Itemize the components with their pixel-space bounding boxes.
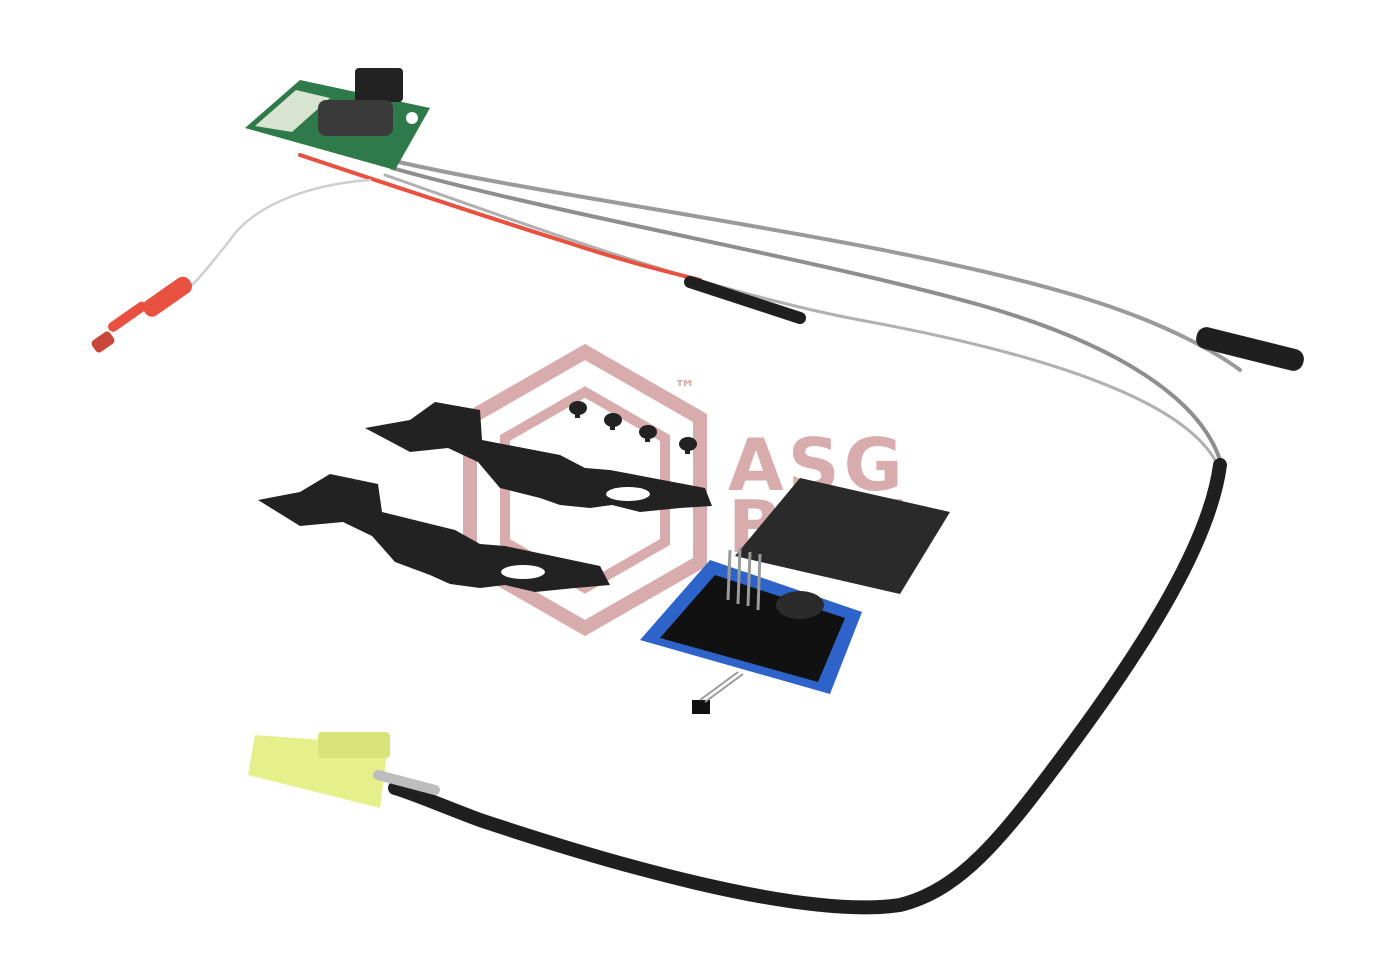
mounting-plate-upper bbox=[365, 402, 712, 512]
white-wire bbox=[178, 178, 372, 297]
plug-wire-sleeve bbox=[373, 770, 440, 795]
grey-connector-body bbox=[1196, 327, 1304, 371]
red-wire bbox=[298, 153, 702, 282]
black-power-cable bbox=[388, 458, 1227, 915]
wiring-harness bbox=[178, 153, 1242, 915]
plate-slot-upper bbox=[606, 487, 650, 501]
screws bbox=[569, 401, 697, 454]
grey-wire-1 bbox=[388, 158, 1242, 372]
adhesive-pad bbox=[735, 478, 950, 594]
switch-housing bbox=[355, 68, 403, 102]
screw-2 bbox=[604, 413, 622, 430]
plug-latch bbox=[318, 732, 390, 758]
red-connector-body bbox=[142, 276, 192, 317]
watermark-trademark: ™ bbox=[674, 377, 696, 402]
hall-sensor bbox=[692, 700, 710, 714]
heatshrink-sleeve bbox=[684, 276, 806, 324]
mounting-plate-lower bbox=[258, 474, 610, 592]
sensor-potting bbox=[660, 575, 845, 682]
watermark-hexagon-inner bbox=[500, 386, 670, 594]
plate-slot-lower bbox=[501, 565, 545, 579]
capacitor bbox=[776, 591, 824, 619]
switch-lever bbox=[318, 100, 393, 136]
switch-board bbox=[245, 68, 430, 170]
pcb-hole bbox=[406, 112, 418, 124]
pcb-pad-area bbox=[255, 90, 330, 132]
red-connector bbox=[91, 276, 192, 353]
red-connector-tip bbox=[91, 331, 115, 353]
mounting-plates bbox=[258, 402, 712, 592]
screw-3 bbox=[639, 425, 657, 442]
header-pins bbox=[726, 547, 762, 611]
red-connector-neck bbox=[108, 301, 147, 332]
hall-sensor-leads bbox=[699, 671, 744, 703]
grey-connector bbox=[1196, 327, 1304, 371]
screw-1 bbox=[569, 401, 587, 418]
screw-4 bbox=[679, 437, 697, 454]
grey-wire-3 bbox=[383, 173, 1217, 462]
mini-tamiya-plug bbox=[248, 732, 440, 808]
grey-wire-2 bbox=[390, 166, 1222, 462]
sensor-module bbox=[640, 547, 862, 714]
